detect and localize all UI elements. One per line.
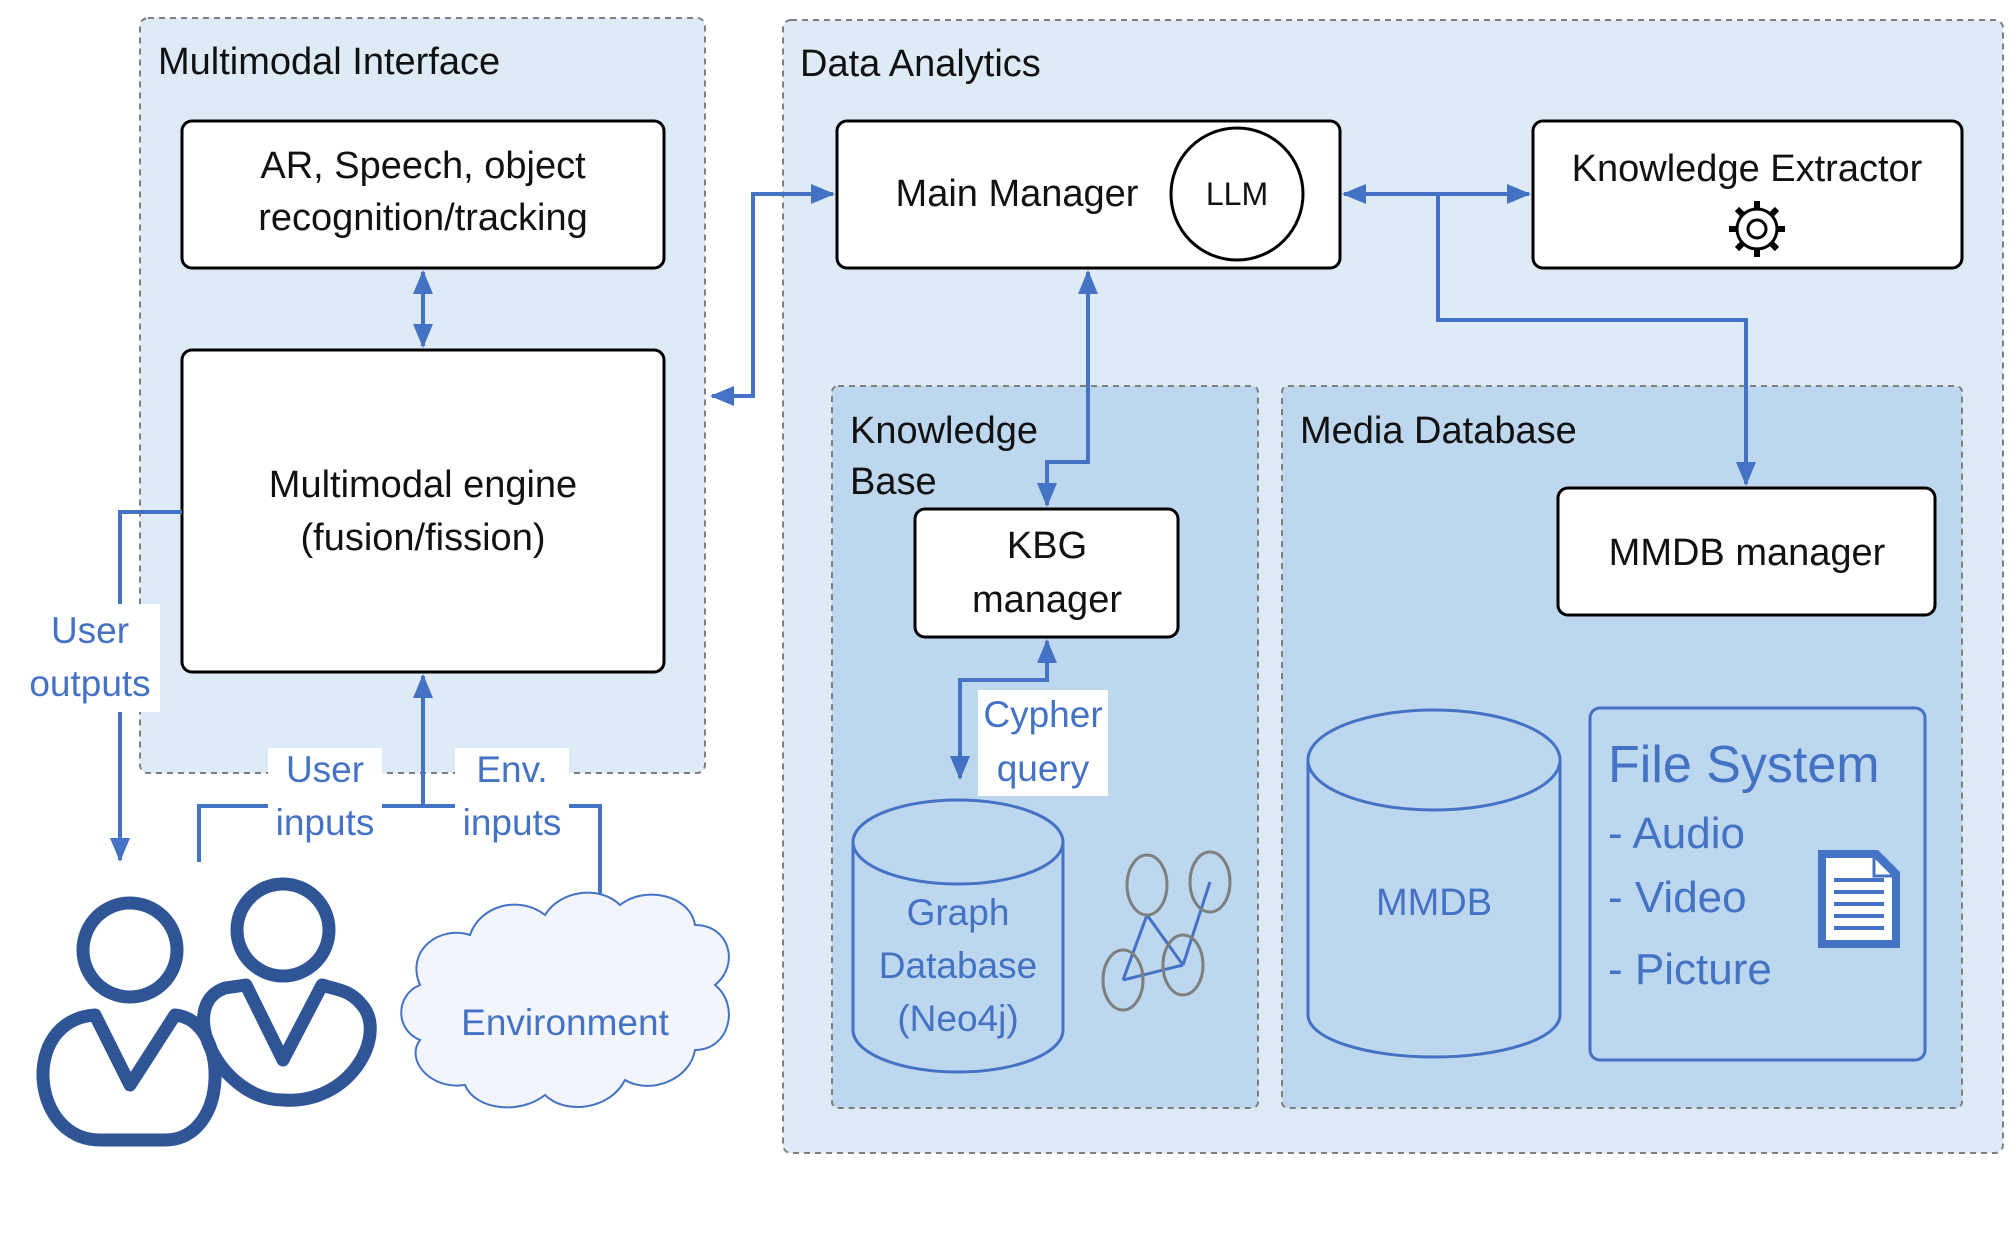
knowledge-base-title-line1: Knowledge [850, 410, 1038, 452]
document-icon [1818, 850, 1900, 948]
main-manager-label: Main Manager [896, 173, 1139, 215]
kbg-manager-box: KBG manager [913, 507, 1180, 639]
file-system-title: File System [1608, 736, 1880, 794]
multimodal-interface-title: Multimodal Interface [158, 41, 500, 83]
data-analytics-title: Data Analytics [800, 43, 1041, 85]
user-inputs-label: User inputs [268, 748, 382, 848]
main-manager-mmdb-manager-arrow [1436, 194, 1756, 486]
user-outputs-line1: User [51, 610, 129, 651]
file-system-item-audio: - Audio [1608, 809, 1745, 858]
user-outputs-arrow [110, 510, 182, 862]
kbg-manager-line2: manager [972, 579, 1122, 621]
user-inputs-line1: User [286, 749, 364, 790]
cypher-query-label: Cypher query [978, 690, 1108, 796]
env-inputs-label: Env. inputs [455, 748, 569, 848]
llm-circle [1169, 126, 1305, 262]
knowledge-extractor-label: Knowledge Extractor [1572, 148, 1923, 190]
ar-box-line2: recognition/tracking [258, 197, 588, 239]
main-manager-box: Main Manager LLM [835, 119, 1342, 270]
user-outputs-line2: outputs [29, 663, 150, 704]
cypher-query-line1: Cypher [983, 694, 1102, 735]
cypher-query-line2: query [997, 748, 1090, 789]
knowledge-extractor-box: Knowledge Extractor [1531, 119, 1964, 270]
mmdb-manager-box: MMDB manager [1556, 486, 1937, 617]
mmdb-manager-label: MMDB manager [1609, 532, 1886, 574]
env-inputs-line1: Env. [476, 749, 547, 790]
graph-database-line3: (Neo4j) [897, 998, 1018, 1039]
env-inputs-line2: inputs [463, 802, 562, 843]
kbg-manager-line1: KBG [1007, 525, 1087, 567]
multimodal-engine-box: Multimodal engine (fusion/fission) [180, 348, 666, 674]
llm-label: LLM [1206, 176, 1268, 212]
graph-database-cylinder: Graph Database (Neo4j) [851, 798, 1065, 1074]
user-outputs-label: User outputs [20, 604, 160, 712]
engine-box-line1: Multimodal engine [269, 464, 577, 506]
gear-icon [1729, 201, 1785, 257]
interface-main-manager-arrow [710, 184, 835, 406]
environment-cloud: Environment [400, 891, 730, 1109]
media-database-title: Media Database [1300, 410, 1577, 452]
mmdb-label: MMDB [1376, 882, 1492, 924]
file-system-box: File System - Audio - Video - Picture [1588, 706, 1927, 1062]
engine-box-line2: (fusion/fission) [301, 517, 546, 559]
graph-database-line1: Graph [907, 892, 1010, 933]
graph-network-icon [1101, 850, 1232, 1012]
user-inputs-line2: inputs [276, 802, 375, 843]
main-manager-kbg-arrow [1037, 270, 1098, 507]
environment-label: Environment [461, 1002, 669, 1043]
mmdb-cylinder: MMDB [1306, 708, 1562, 1059]
file-system-item-video: - Video [1608, 873, 1747, 922]
ar-speech-recognition-box: AR, Speech, object recognition/tracking [180, 119, 666, 270]
knowledge-base-title-line2: Base [850, 461, 937, 503]
kbg-graph-database-arrow [950, 639, 1057, 780]
file-system-item-picture: - Picture [1608, 945, 1772, 994]
users-icon [36, 877, 377, 1147]
ar-box-line1: AR, Speech, object [260, 145, 586, 187]
graph-database-line2: Database [879, 945, 1037, 986]
